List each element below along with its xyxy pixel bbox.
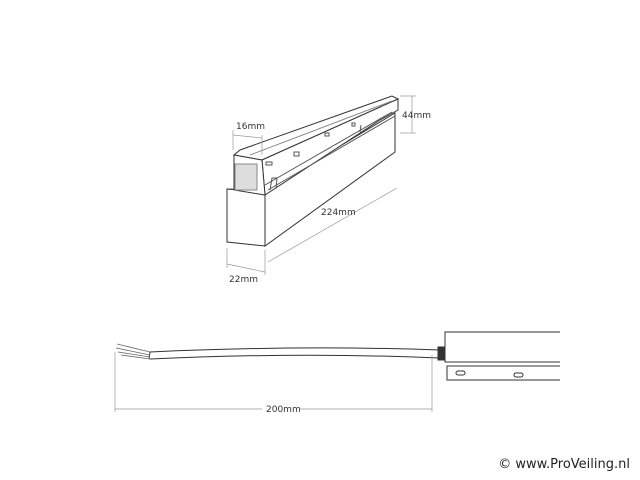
watermark: © www.ProVeiling.nl	[498, 457, 630, 472]
driver-housing	[444, 331, 560, 363]
lower-block-front	[226, 188, 266, 247]
dimension-label-200mm: 200mm	[266, 405, 301, 415]
dimension-label-22mm: 22mm	[229, 275, 258, 285]
mounting-flange	[446, 365, 560, 381]
isometric-view	[226, 95, 400, 247]
dimension-label-224mm: 224mm	[321, 208, 356, 218]
cable	[149, 347, 441, 360]
cable-grommet	[437, 346, 446, 361]
dimension-lines-top	[226, 95, 416, 275]
end-cap-hatch	[234, 163, 258, 191]
cable-wires	[115, 343, 151, 360]
dimension-label-44mm: 44mm	[402, 111, 431, 121]
dimension-lines-bottom	[114, 352, 433, 412]
side-view	[115, 331, 560, 381]
dimension-label-16mm: 16mm	[236, 122, 265, 132]
